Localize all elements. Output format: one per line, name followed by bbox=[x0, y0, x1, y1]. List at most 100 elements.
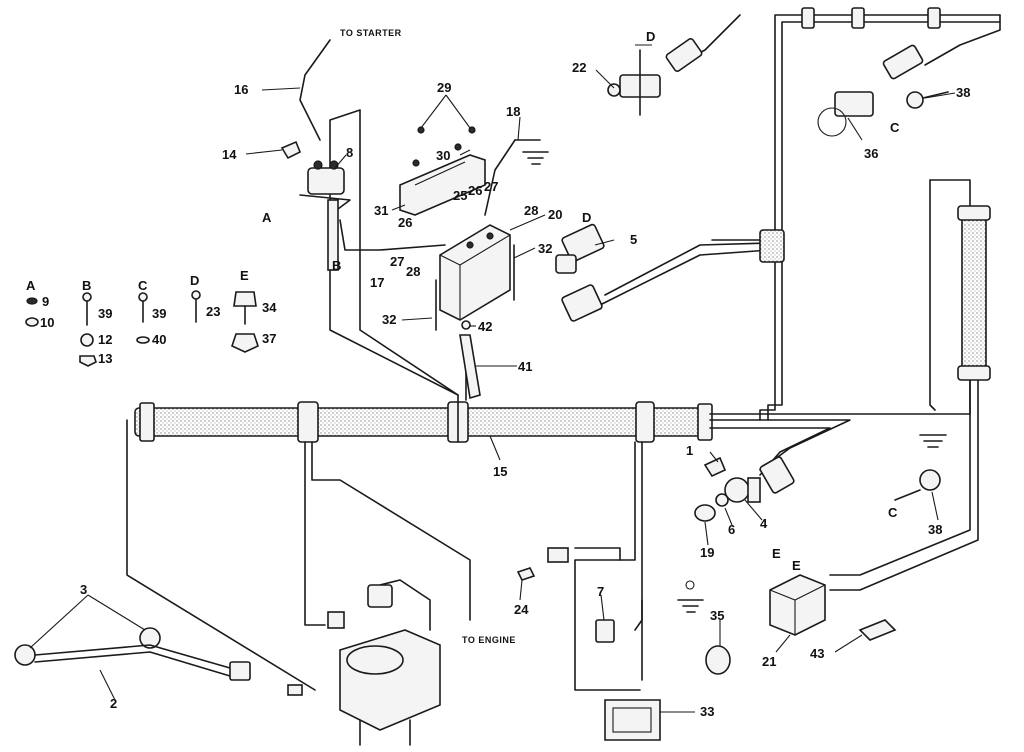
callout-40: 40 bbox=[152, 332, 166, 347]
harness-clamp bbox=[635, 401, 655, 443]
harness-clamp bbox=[139, 402, 155, 442]
main-harness-tube bbox=[134, 401, 713, 443]
callout-26-upper: 26 bbox=[468, 183, 482, 198]
part-8-solenoid bbox=[299, 160, 351, 271]
ref-letter-c-top: C bbox=[890, 120, 900, 135]
battery-cables bbox=[299, 39, 541, 251]
part-38-clip-top bbox=[906, 91, 949, 109]
legend-letter-b: B bbox=[82, 278, 91, 293]
legend-letter-e: E bbox=[240, 268, 249, 283]
hardware-legend bbox=[25, 290, 259, 367]
part-43-clamp bbox=[858, 619, 897, 641]
part-5-connector bbox=[555, 223, 605, 322]
callout-14: 14 bbox=[222, 147, 237, 162]
to-engine-label: TO ENGINE bbox=[462, 635, 516, 645]
part-14-terminal bbox=[280, 140, 302, 160]
part-36-relay bbox=[817, 91, 874, 137]
right-conduit bbox=[957, 205, 991, 381]
part-19-bezel bbox=[694, 504, 716, 522]
callout-32-left: 32 bbox=[382, 312, 396, 327]
callout-28-left: 28 bbox=[406, 264, 420, 279]
harness-wires bbox=[126, 14, 1001, 691]
callout-3: 3 bbox=[80, 582, 87, 597]
part-7-switch bbox=[595, 619, 615, 643]
headlight-assembly bbox=[14, 627, 303, 696]
callout-2: 2 bbox=[110, 696, 117, 711]
callout-32-right: 32 bbox=[538, 241, 552, 256]
callout-19: 19 bbox=[700, 545, 714, 560]
callout-15: 15 bbox=[493, 464, 507, 479]
to-starter-label: TO STARTER bbox=[340, 28, 402, 38]
callout-33: 33 bbox=[700, 704, 714, 719]
legend-letter-d: D bbox=[190, 273, 199, 288]
ref-letter-e-right: E bbox=[792, 558, 801, 573]
callout-13: 13 bbox=[98, 351, 112, 366]
ref-letter-b: B bbox=[332, 258, 341, 273]
harness-clamp bbox=[297, 401, 319, 443]
callout-18: 18 bbox=[506, 104, 520, 119]
letter-labels: A B C D E A B C C D D E E bbox=[26, 29, 900, 573]
battery bbox=[435, 224, 515, 331]
callout-leaders bbox=[29, 69, 956, 713]
callout-36: 36 bbox=[864, 146, 878, 161]
part-35-clip bbox=[705, 645, 731, 675]
part-33-module bbox=[604, 699, 661, 741]
callout-37: 37 bbox=[262, 331, 276, 346]
callout-35: 35 bbox=[710, 608, 724, 623]
callout-42: 42 bbox=[478, 319, 492, 334]
part-38-clip-lower bbox=[894, 469, 941, 501]
callout-9: 9 bbox=[42, 294, 49, 309]
callout-30: 30 bbox=[436, 148, 450, 163]
callout-31: 31 bbox=[374, 203, 388, 218]
callout-29: 29 bbox=[437, 80, 451, 95]
callout-labels: 1 2 3 4 5 6 7 8 9 10 12 13 14 15 16 17 1… bbox=[40, 60, 970, 719]
callout-39-b: 39 bbox=[98, 306, 112, 321]
callout-12: 12 bbox=[98, 332, 112, 347]
legend-letter-a: A bbox=[26, 278, 36, 293]
ref-letter-a: A bbox=[262, 210, 272, 225]
part-41-tube bbox=[459, 334, 481, 400]
callout-6: 6 bbox=[728, 522, 735, 537]
callout-23: 23 bbox=[206, 304, 220, 319]
ground-symbols bbox=[522, 151, 947, 613]
ref-letter-d-mid: D bbox=[582, 210, 591, 225]
ref-letter-d-top: D bbox=[646, 29, 655, 44]
part-1-key bbox=[703, 456, 727, 478]
callout-28-right: 28 bbox=[524, 203, 538, 218]
callout-17: 17 bbox=[370, 275, 384, 290]
part-24-terminal bbox=[516, 547, 569, 581]
callout-16: 16 bbox=[234, 82, 248, 97]
callout-25: 25 bbox=[453, 188, 467, 203]
callout-39-c: 39 bbox=[152, 306, 166, 321]
callout-8: 8 bbox=[346, 145, 353, 160]
callout-38-lower: 38 bbox=[928, 522, 942, 537]
engine-block bbox=[327, 579, 441, 746]
callout-4: 4 bbox=[760, 516, 768, 531]
callout-38-top: 38 bbox=[956, 85, 970, 100]
callout-10: 10 bbox=[40, 315, 54, 330]
callout-24: 24 bbox=[514, 602, 529, 617]
callout-20: 20 bbox=[548, 207, 562, 222]
callout-21: 21 bbox=[762, 654, 776, 669]
callout-26-lower: 26 bbox=[398, 215, 412, 230]
callout-41: 41 bbox=[518, 359, 532, 374]
part-6-nut bbox=[715, 493, 729, 507]
part-4-ignition bbox=[724, 456, 795, 503]
part-22-switch bbox=[607, 44, 661, 116]
callout-43: 43 bbox=[810, 646, 824, 661]
callout-22: 22 bbox=[572, 60, 586, 75]
callout-1: 1 bbox=[686, 443, 693, 458]
callout-27-lower: 27 bbox=[390, 254, 404, 269]
top-connectors bbox=[665, 38, 924, 80]
callout-34: 34 bbox=[262, 300, 277, 315]
ref-letter-e-left: E bbox=[772, 546, 781, 561]
callout-27-upper: 27 bbox=[484, 179, 498, 194]
part-31-holddown bbox=[399, 126, 486, 216]
harness-clamp bbox=[697, 403, 713, 441]
top-harness-clamps bbox=[759, 7, 941, 263]
legend-letter-c: C bbox=[138, 278, 148, 293]
part-21-relay bbox=[769, 574, 826, 636]
ref-letter-c-lower: C bbox=[888, 505, 898, 520]
